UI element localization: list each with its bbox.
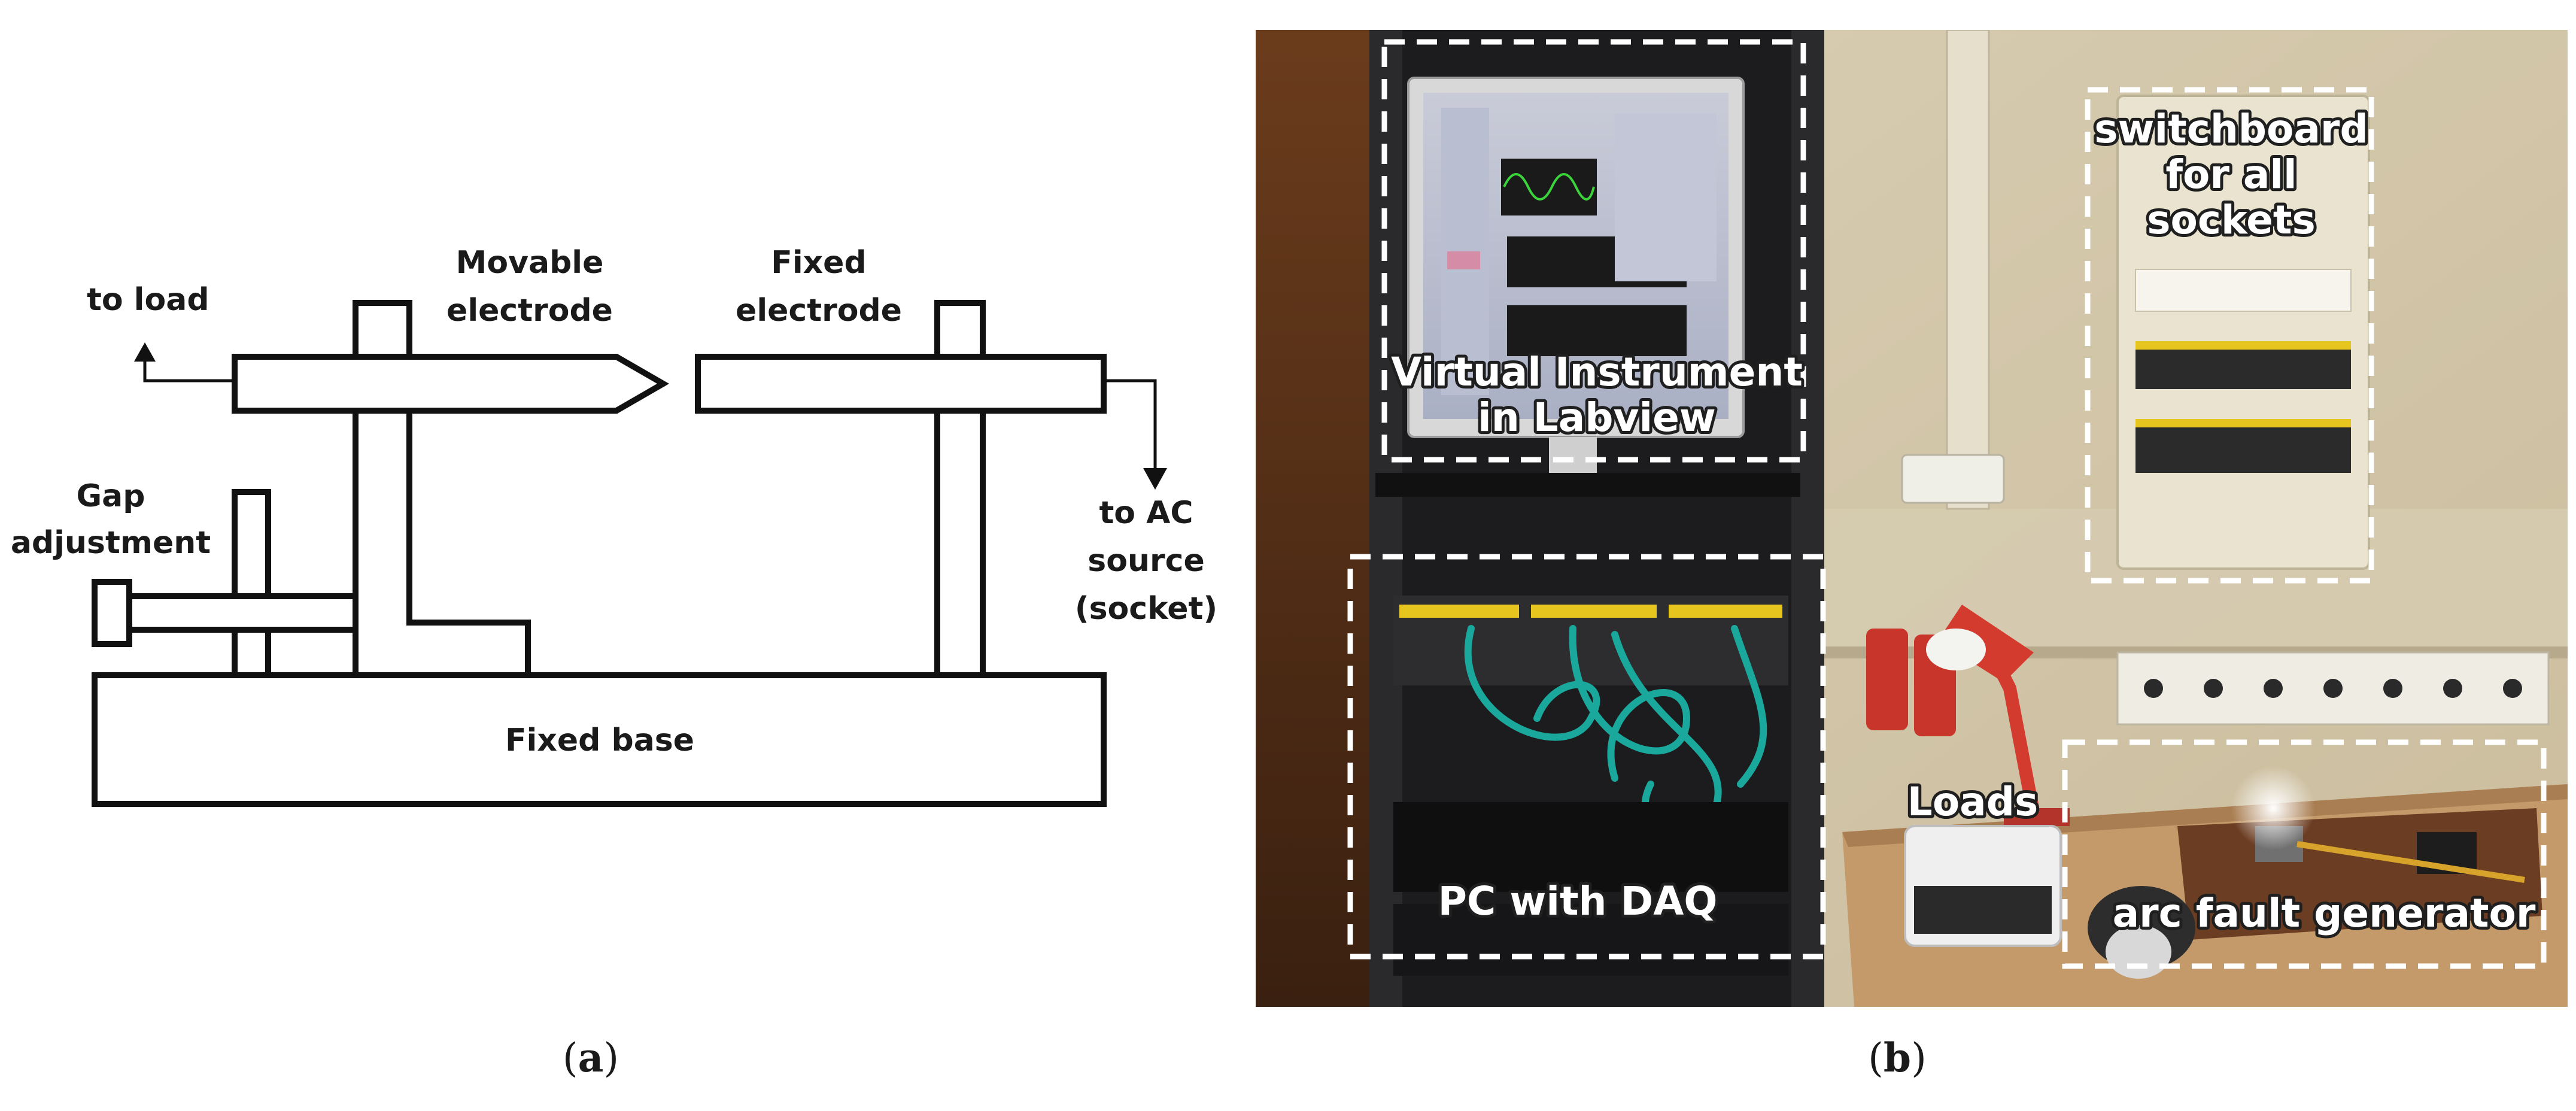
highlight-switchboard — [2085, 87, 2374, 584]
cable-duct — [1946, 30, 1990, 510]
lamp-base — [2004, 808, 2070, 826]
rack-shelf — [1375, 473, 1800, 497]
label-to-load: to load — [87, 282, 209, 318]
highlight-arc-generator — [2062, 739, 2547, 969]
patch-label-2 — [1531, 605, 1657, 618]
arrow-up-icon — [134, 342, 156, 362]
lamp-bulb — [1926, 629, 1986, 670]
label-ac-line1: to AC — [1099, 495, 1193, 531]
signal-display — [1507, 305, 1687, 356]
label-switchboard-line2: for all — [2165, 151, 2296, 198]
arc-glow — [2231, 766, 2315, 850]
arrow-down-icon — [1143, 468, 1167, 490]
movable-electrode-rod — [232, 354, 670, 414]
adjustment-screw-knob — [92, 579, 132, 647]
fixed-base-block — [92, 672, 1107, 807]
label-gap-line1: Gap — [77, 478, 145, 514]
lamp-shade — [1938, 605, 2034, 682]
label-ac-line2: source — [1087, 543, 1204, 579]
control-panel-widgets — [1615, 114, 1717, 281]
stop-button-widget — [1447, 251, 1480, 269]
electrode-rod — [2296, 841, 2525, 883]
sine-trace — [1503, 173, 1595, 201]
monitor-stand — [1549, 437, 1597, 473]
panel-b-photo: Virtual Instrument in Labview switchboar… — [1256, 30, 2568, 1081]
caption-a: (a) — [563, 1034, 619, 1081]
wire-to-load — [143, 354, 235, 383]
breaker-row-2-label-strip — [2135, 419, 2351, 427]
label-fixed-line2: electrode — [736, 293, 902, 329]
label-virtual-instrument-line2: in Labview — [1478, 394, 1716, 441]
label-switchboard-line1: switchboard — [2094, 106, 2368, 152]
caption-b: (b) — [1868, 1034, 1927, 1081]
breaker-row-2 — [2135, 419, 2351, 473]
gap-adjustment-post — [232, 489, 271, 678]
label-virtual-instrument-line1: Virtual Instrument — [1391, 349, 1803, 395]
fixed-electrode-rod — [695, 354, 1107, 414]
highlight-virtual-instrument — [1381, 39, 1806, 463]
label-movable-line2: electrode — [446, 293, 613, 329]
panel-a-schematic: to load Movable electrode Fixed electrod… — [11, 245, 1217, 1081]
daq-unit — [1393, 904, 1788, 976]
patch-label-3 — [1669, 605, 1782, 618]
label-arc-fault-generator: arc fault generator — [2113, 890, 2536, 936]
label-ac-line3: (socket) — [1075, 591, 1217, 627]
scope-display — [1501, 159, 1597, 215]
label-switchboard-line3: sockets — [2147, 197, 2315, 243]
red-plug-1 — [1866, 629, 1908, 730]
patch-label-1 — [1399, 605, 1519, 618]
highlight-pc-daq — [1347, 554, 1826, 960]
breaker-row-1-label-strip — [2135, 341, 2351, 350]
label-movable-line1: Movable — [456, 245, 604, 281]
pc-unit — [1393, 802, 1788, 892]
label-fixed-base: Fixed base — [505, 723, 694, 758]
adjustment-screw-shaft — [126, 593, 361, 633]
hair-dryer-nozzle — [2106, 925, 2171, 979]
label-fixed-line1: Fixed — [771, 245, 866, 281]
rack-rail-right — [1791, 30, 1824, 1007]
wall-outlets-upper — [1901, 454, 2005, 504]
switchboard-row-1 — [2135, 269, 2352, 312]
label-pc-with-daq: PC with DAQ — [1438, 878, 1718, 924]
label-gap-line2: adjustment — [11, 525, 211, 561]
label-loads: Loads — [1907, 779, 2038, 825]
heater-grille — [1914, 886, 2052, 934]
wire-to-ac-source — [1104, 379, 1157, 473]
